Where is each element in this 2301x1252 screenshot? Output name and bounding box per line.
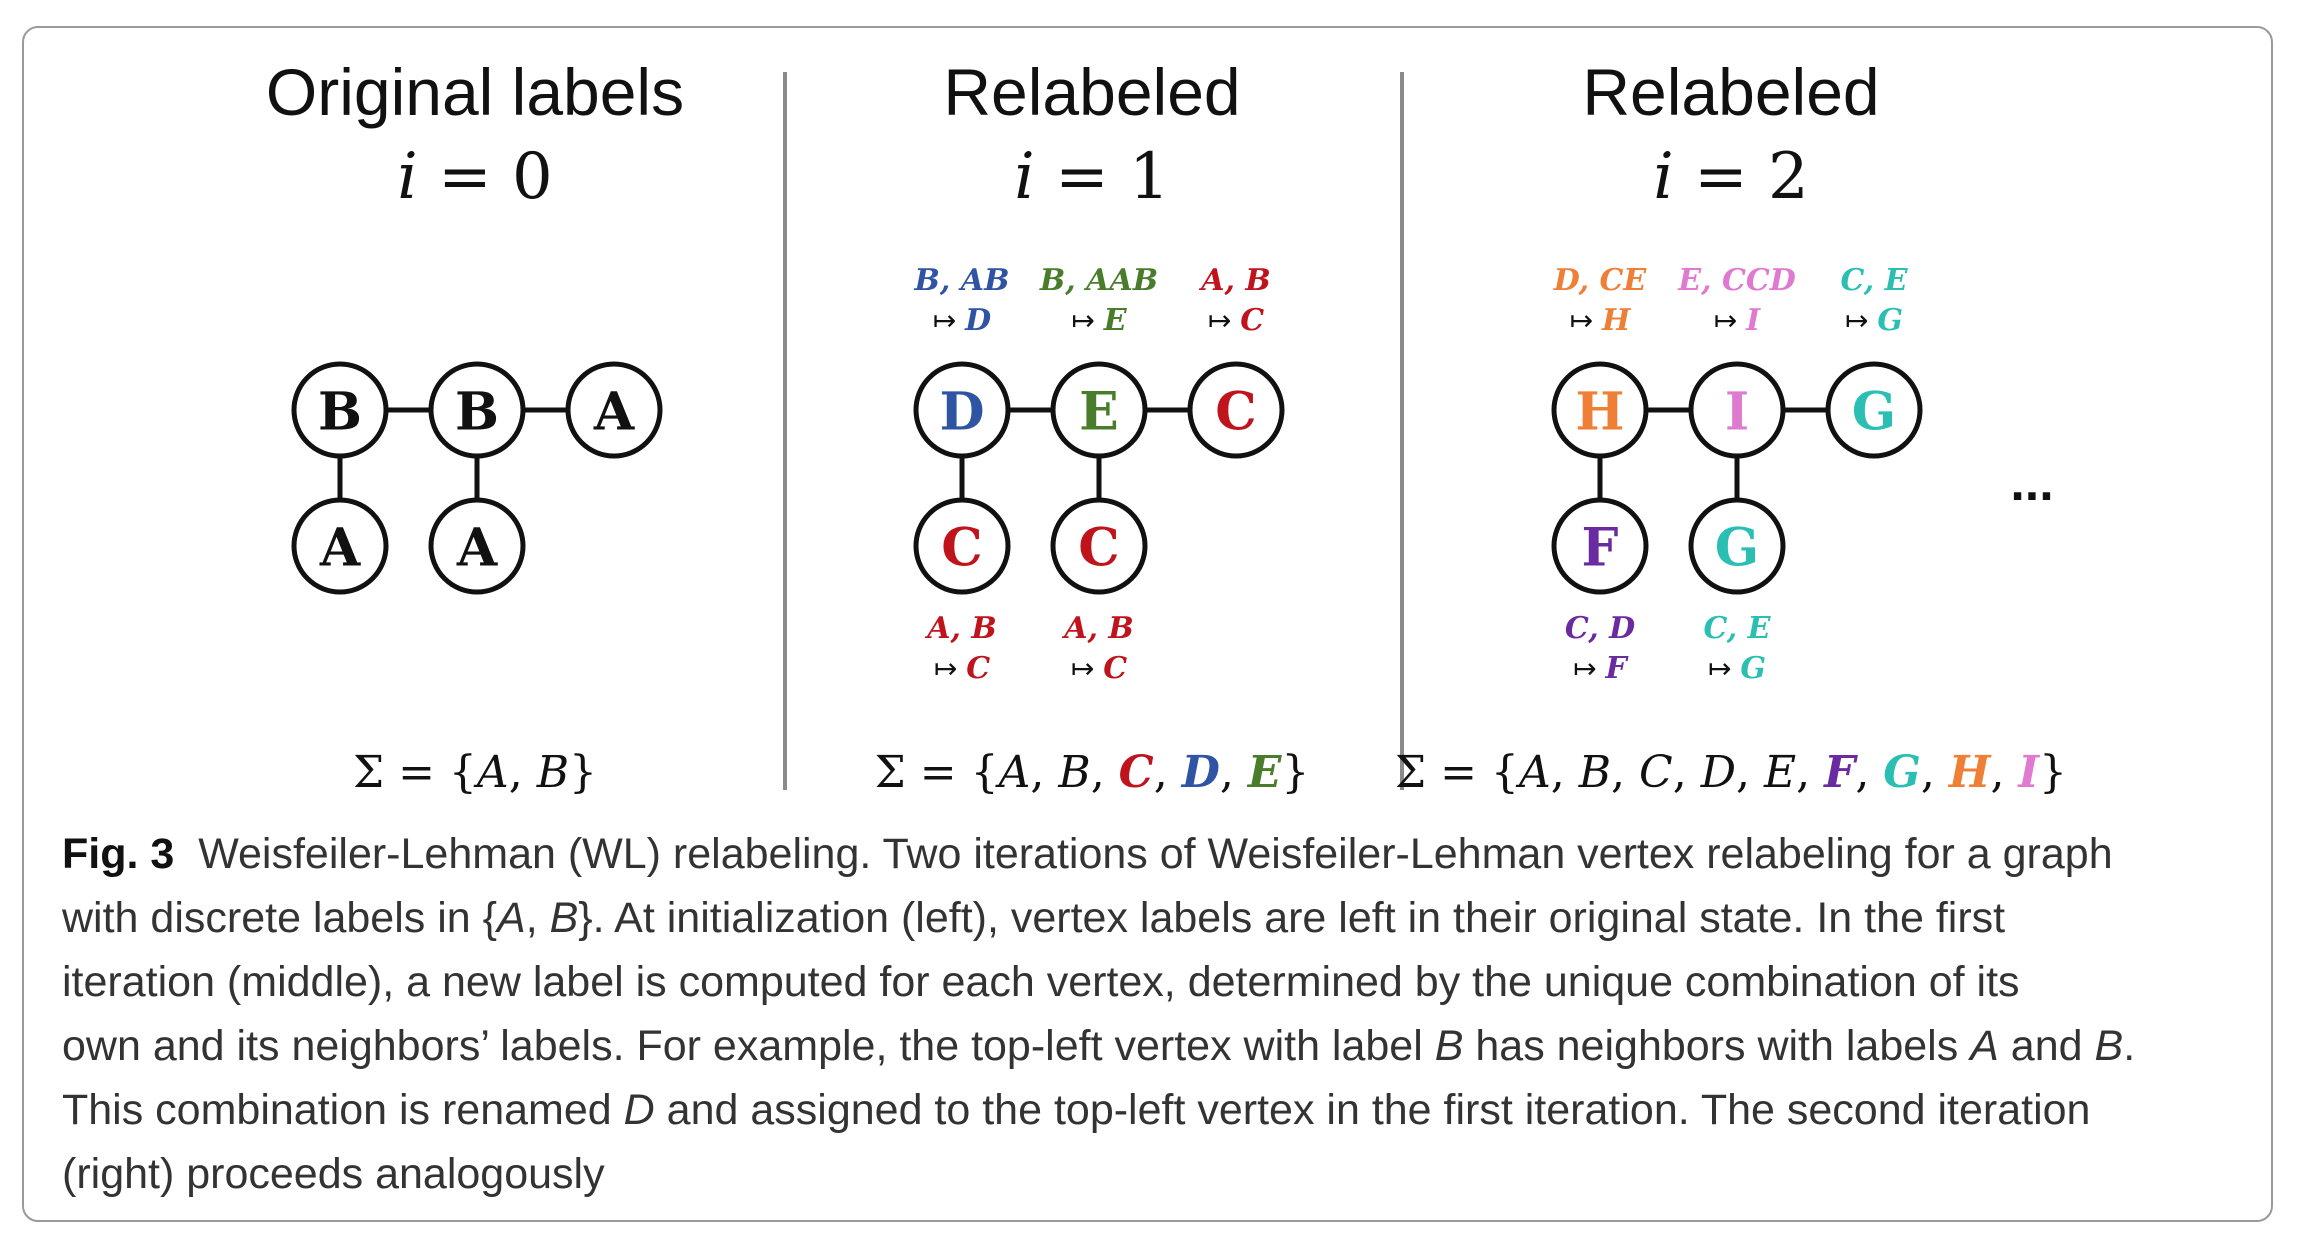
graph-node-n3: G xyxy=(1825,361,1923,459)
relabel-annotation: B, AB ↦ D xyxy=(914,263,1010,338)
node-label: E xyxy=(1079,382,1119,443)
caption-line-6: (right) proceeds analogously xyxy=(62,1150,605,1198)
node-label: C xyxy=(941,518,982,579)
graph-node-n5: A xyxy=(428,497,526,595)
node-circle xyxy=(1050,361,1148,459)
caption-line-3: iteration (middle), a new label is compu… xyxy=(62,958,2020,1006)
node-circle xyxy=(1551,497,1649,595)
node-circle xyxy=(291,497,389,595)
panel-title: Relabeled xyxy=(943,55,1240,129)
node-label: A xyxy=(319,518,361,579)
new-label-mapping: ↦ H xyxy=(1570,303,1632,338)
relabel-annotation: E, CCD ↦ I xyxy=(1677,263,1796,338)
graph-node-n2: B xyxy=(428,361,526,459)
relabel-annotation: C, E ↦ G xyxy=(1840,263,1908,338)
multiset-label: B, AB xyxy=(914,263,1010,298)
node-circle xyxy=(1551,361,1649,459)
node-label: A xyxy=(456,518,498,579)
new-label-mapping: ↦ C xyxy=(934,651,990,686)
graph-node-n2: E xyxy=(1050,361,1148,459)
figure-frame xyxy=(22,26,2273,1222)
panel-relabeled-iteration-2: Relabeled i = 2 H I G F G D, CE ↦ H E, CCD ↦ I C, E… xyxy=(1395,55,2067,798)
multiset-label: A, B xyxy=(1198,263,1271,298)
new-label-mapping: ↦ G xyxy=(1708,651,1766,686)
multiset-label: E, CCD xyxy=(1677,263,1796,298)
relabel-annotation: C, E ↦ G xyxy=(1703,611,1771,686)
new-label-mapping: ↦ F xyxy=(1573,651,1629,686)
graph-node-n3: C xyxy=(1187,361,1285,459)
new-label-mapping: ↦ G xyxy=(1845,303,1903,338)
graph-node-n4: C xyxy=(913,497,1011,595)
panel-title: Relabeled xyxy=(1582,55,1879,129)
graph-node-n4: A xyxy=(291,497,389,595)
panel-title: Original labels xyxy=(266,55,684,129)
node-circle xyxy=(1187,361,1285,459)
iteration-label: i = 2 xyxy=(1653,140,1809,214)
node-label: B xyxy=(455,382,499,443)
new-label-mapping: ↦ C xyxy=(1208,303,1264,338)
alphabet-set: Σ = {A, B} xyxy=(353,747,597,798)
ellipsis: ... xyxy=(2010,454,2053,512)
iteration-label: i = 1 xyxy=(1014,140,1170,214)
node-circle xyxy=(1825,361,1923,459)
iteration-label: i = 0 xyxy=(397,140,553,214)
relabel-annotation: A, B ↦ C xyxy=(924,611,997,686)
node-label: C xyxy=(1215,382,1256,443)
graph-node-n4: F xyxy=(1551,497,1649,595)
node-label: C xyxy=(1078,518,1119,579)
panel-original-labels: Original labels i = 0 B B A A A Σ = {A, B} xyxy=(266,55,684,798)
graph-node-n3: A xyxy=(565,361,663,459)
node-circle xyxy=(291,361,389,459)
new-label-mapping: ↦ I xyxy=(1714,303,1761,338)
graph-node-n1: H xyxy=(1551,361,1649,459)
node-circle xyxy=(428,497,526,595)
relabel-annotation: A, B ↦ C xyxy=(1198,263,1271,338)
node-circle xyxy=(1688,361,1786,459)
wl-diagram: Original labels i = 0 B B A A A Σ = {A, B} Rela… xyxy=(266,55,2067,798)
node-circle xyxy=(1688,497,1786,595)
caption-line-4: own and its neighbors’ labels. For examp… xyxy=(62,1022,2136,1070)
multiset-label: C, E xyxy=(1703,611,1771,646)
multiset-label: D, CE xyxy=(1553,263,1648,298)
graph-node-n1: D xyxy=(913,361,1011,459)
multiset-label: B, AAB xyxy=(1039,263,1158,298)
node-circle xyxy=(428,361,526,459)
node-label: G xyxy=(1715,518,1759,579)
node-label: H xyxy=(1575,382,1624,443)
relabel-annotation: D, CE ↦ H xyxy=(1553,263,1648,338)
new-label-mapping: ↦ E xyxy=(1071,303,1127,338)
alphabet-set: Σ = {A, B, C, D, E, F, G, H, I} xyxy=(1395,747,2067,798)
relabel-annotation: B, AAB ↦ E xyxy=(1039,263,1158,338)
multiset-label: A, B xyxy=(924,611,997,646)
node-circle xyxy=(913,497,1011,595)
graph-node-n5: G xyxy=(1688,497,1786,595)
node-label: A xyxy=(593,382,635,443)
node-circle xyxy=(1050,497,1148,595)
figure-caption: Fig. 3 Weisfeiler-Lehman (WL) relabeling… xyxy=(62,822,2252,1206)
caption-label: Fig. 3 xyxy=(62,830,175,878)
graph-node-n1: B xyxy=(291,361,389,459)
multiset-label: C, D xyxy=(1565,611,1635,646)
new-label-mapping: ↦ D xyxy=(933,303,991,338)
node-label: G xyxy=(1852,382,1896,443)
caption-line-5: This combination is renamed D and assign… xyxy=(62,1086,2091,1134)
panel-relabeled-iteration-1: Relabeled i = 1 D E C C C B, AB ↦ D B, AAB ↦ E A, B… xyxy=(875,55,1310,798)
node-circle xyxy=(565,361,663,459)
alphabet-set: Σ = {A, B, C, D, E} xyxy=(875,747,1310,798)
caption-line-2: with discrete labels in {A, B}. At initi… xyxy=(62,894,2006,942)
relabel-annotation: A, B ↦ C xyxy=(1061,611,1134,686)
multiset-label: A, B xyxy=(1061,611,1134,646)
node-circle xyxy=(913,361,1011,459)
node-label: I xyxy=(1725,382,1749,443)
relabel-annotation: C, D ↦ F xyxy=(1565,611,1635,686)
node-label: D xyxy=(939,382,984,443)
caption-line-1: Fig. 3 Weisfeiler-Lehman (WL) relabeling… xyxy=(62,830,2113,878)
graph-node-n2: I xyxy=(1688,361,1786,459)
graph-node-n5: C xyxy=(1050,497,1148,595)
node-label: B xyxy=(318,382,362,443)
multiset-label: C, E xyxy=(1840,263,1908,298)
new-label-mapping: ↦ C xyxy=(1071,651,1127,686)
node-label: F xyxy=(1582,518,1619,579)
